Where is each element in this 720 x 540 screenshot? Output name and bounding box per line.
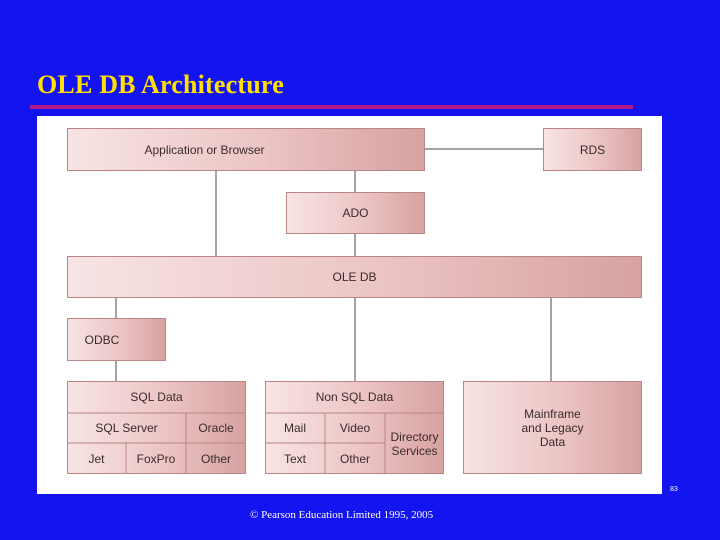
video-cell: Video [339,421,371,435]
rds-label: RDS [579,142,606,157]
ado-label: ADO [342,206,369,220]
sql-other-cell: Other [200,451,231,466]
non-sql-other-cell: Other [339,451,370,466]
mainframe-box [463,381,642,474]
rds-box [543,128,642,171]
odbc-box [67,318,166,361]
oledb-label: OLE DB [332,270,377,284]
directory-services-cell: Directory Services [390,429,439,458]
sql-data-box [67,381,246,474]
sql-server-cell: SQL Server [95,421,158,435]
application-browser-box [67,128,425,171]
sql-data-title: SQL Data [130,390,183,404]
slide-number: 83 [670,486,678,493]
title-divider [30,105,633,109]
non-sql-data-title: Non SQL Data [315,390,394,404]
ado-box [286,192,425,234]
odbc-label: ODBC [84,332,120,347]
oledb-box [67,256,642,298]
architecture-diagram: Application or Browser RDS ADO OLE DB OD… [37,116,662,494]
text-cell: Text [283,451,306,466]
mainframe-label: Mainframe and Legacy Data [521,406,584,449]
foxpro-cell: FoxPro [136,451,176,466]
non-sql-data-dividers [265,412,444,474]
oracle-cell: Oracle [198,421,234,435]
sql-data-dividers [67,412,246,474]
non-sql-data-box [265,381,444,474]
jet-cell: Jet [88,451,105,466]
connector-lines [115,148,552,381]
copyright-footer: © Pearson Education Limited 1995, 2005 [250,509,434,521]
application-browser-label: Application or Browser [144,142,265,157]
mail-cell: Mail [283,421,306,435]
slide-title: OLE DB Architecture [37,70,284,99]
